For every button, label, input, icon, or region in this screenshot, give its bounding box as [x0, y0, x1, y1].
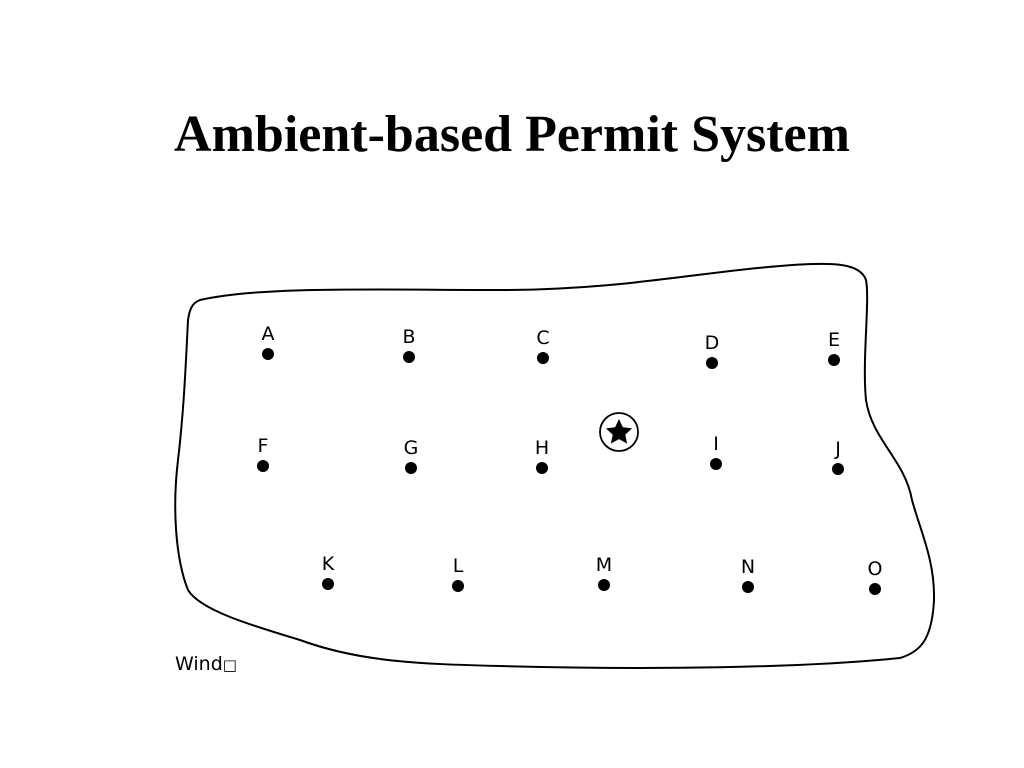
star-in-circle-icon	[599, 412, 639, 452]
source-label: K	[322, 553, 335, 575]
source-dot	[257, 460, 269, 472]
source-f: F	[257, 435, 269, 472]
source-j: J	[832, 438, 844, 475]
airshed-boundary	[174, 262, 936, 669]
source-label: O	[868, 558, 883, 580]
source-label: J	[834, 438, 841, 460]
source-label: H	[535, 437, 549, 459]
source-dot	[537, 352, 549, 364]
source-label: C	[536, 327, 549, 349]
source-label: B	[402, 326, 415, 348]
source-i: I	[710, 433, 722, 470]
source-dot	[536, 462, 548, 474]
source-e: E	[828, 329, 840, 366]
source-label: L	[453, 555, 464, 577]
source-label: E	[828, 329, 840, 351]
source-dot	[742, 581, 754, 593]
source-b: B	[402, 326, 416, 363]
wind-arrow-placeholder-icon: □	[223, 656, 237, 674]
source-label: D	[705, 332, 720, 354]
source-dot	[598, 579, 610, 591]
wind-label: Wind□	[175, 653, 237, 675]
source-h: H	[535, 437, 549, 474]
slide-title: Ambient-based Permit System	[174, 106, 850, 163]
source-label: I	[713, 433, 719, 455]
source-label: A	[262, 323, 275, 345]
sources-layer: A B C D E F G H I J K L M N O	[257, 323, 882, 595]
source-dot	[828, 354, 840, 366]
source-dot	[403, 351, 415, 363]
source-d: D	[705, 332, 720, 369]
source-dot	[869, 583, 881, 595]
source-dot	[452, 580, 464, 592]
source-label: F	[258, 435, 269, 457]
source-m: M	[596, 554, 612, 591]
source-l: L	[452, 555, 464, 592]
source-dot	[710, 458, 722, 470]
source-g: G	[404, 437, 419, 474]
source-c: C	[536, 327, 550, 364]
source-label: N	[741, 556, 755, 578]
source-dot	[706, 357, 718, 369]
source-a: A	[262, 323, 275, 360]
source-dot	[405, 462, 417, 474]
source-dot	[322, 578, 334, 590]
source-label: M	[596, 554, 612, 576]
source-label: G	[404, 437, 419, 459]
source-k: K	[322, 553, 335, 590]
wind-label-text: Wind	[175, 653, 223, 675]
source-n: N	[741, 556, 755, 593]
source-dot	[832, 463, 844, 475]
source-dot	[262, 348, 274, 360]
source-o: O	[868, 558, 883, 595]
